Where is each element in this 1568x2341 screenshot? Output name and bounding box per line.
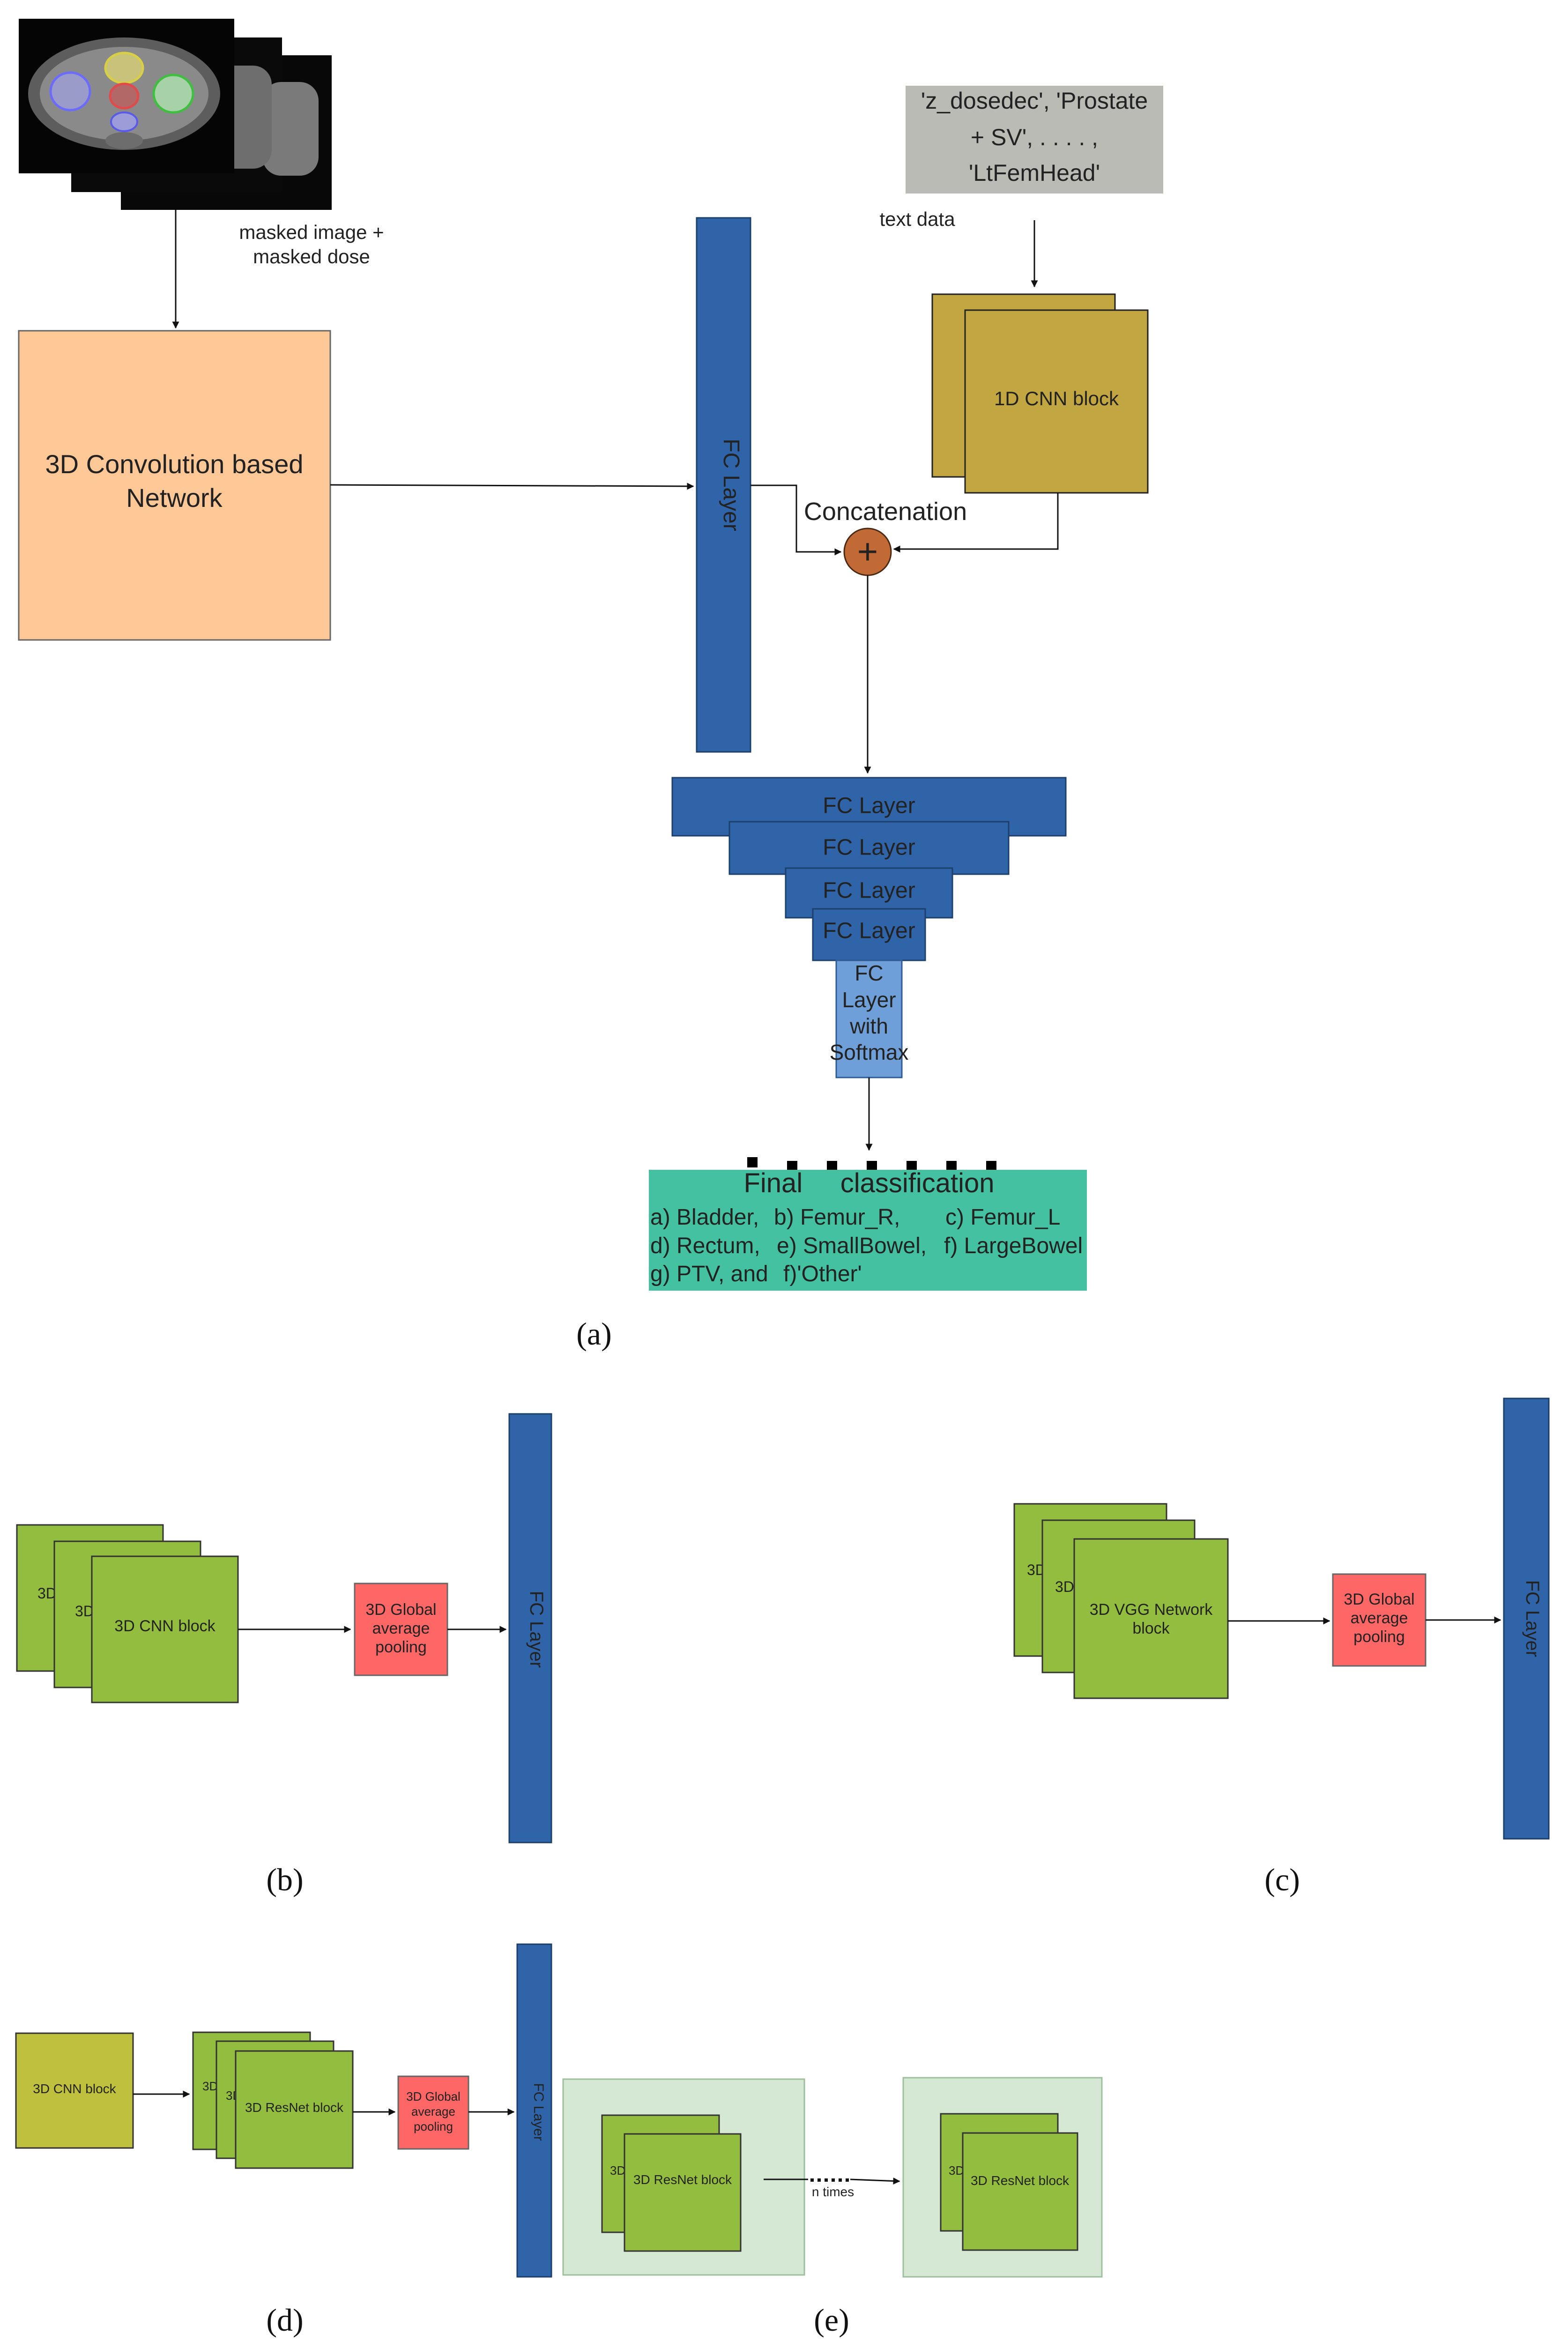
classification-marker-dots xyxy=(747,1157,996,1171)
softmax-line-2: Layer xyxy=(842,988,896,1012)
panel-a: masked image + masked dose 3D Convolutio… xyxy=(18,19,1163,1352)
d-fc-layer xyxy=(516,1943,552,2278)
b-peek-label-2: 3D xyxy=(75,1603,94,1620)
c-vgg-block-label-line1: 3D VGG Network xyxy=(1090,1601,1213,1619)
d-pooling-box xyxy=(397,2075,469,2150)
d-cnn-block xyxy=(15,2032,134,2149)
e-left-resnet-block-front xyxy=(624,2133,742,2252)
class-d: d) Rectum, xyxy=(650,1234,760,1258)
conv-network-label-line1: 3D Convolution based xyxy=(45,449,303,479)
class-a: a) Bladder, xyxy=(650,1205,759,1230)
cnn1d-block-front xyxy=(964,309,1149,494)
caption-e: (e) xyxy=(814,2302,849,2338)
b-cnn-block-front xyxy=(91,1555,239,1703)
d-pooling-line2: average xyxy=(411,2104,455,2118)
class-g: g) PTV, and xyxy=(650,1262,768,1286)
panel-b: 3D 3D 3D CNN block 3D Global average poo… xyxy=(16,1413,552,1897)
class-other: f)'Other' xyxy=(783,1262,862,1286)
e-right-resnet-block-label: 3D ResNet block xyxy=(971,2173,1070,2188)
c-fc-layer-label: FC Layer xyxy=(1522,1580,1543,1657)
b-fc-layer-label: FC Layer xyxy=(526,1591,547,1668)
e-right-peek-label: 3D xyxy=(949,2163,964,2178)
e-right-resnet-block-front xyxy=(962,2132,1078,2251)
b-pooling-line3: pooling xyxy=(375,1638,427,1656)
arrow-network-to-fc xyxy=(330,483,694,490)
fc-stack-layer-3-label: FC Layer xyxy=(823,878,915,903)
text-data-box xyxy=(906,86,1163,193)
c-pooling-box xyxy=(1332,1573,1427,1667)
fc-stack-layer-4-label: FC Layer xyxy=(823,919,915,944)
fc-layer-vertical-label: FC Layer xyxy=(719,438,743,531)
d-pooling-line1: 3D Global xyxy=(406,2089,461,2103)
softmax-line-4: Softmax xyxy=(830,1040,909,1064)
conv-network-label-line2: Network xyxy=(126,483,223,513)
c-pooling-line1: 3D Global xyxy=(1344,1590,1414,1608)
e-repeat-dots xyxy=(810,2178,849,2182)
class-f: f) LargeBowel xyxy=(944,1234,1083,1258)
e-left-resnet-block-label: 3D ResNet block xyxy=(633,2172,732,2187)
caption-a: (a) xyxy=(576,1316,611,1352)
text-data-box-line2: + SV', . . . . , xyxy=(971,124,1098,150)
d-cnn-block-label: 3D CNN block xyxy=(33,2081,116,2096)
d-fc-layer-label: FC Layer xyxy=(531,2083,546,2140)
ct-image-stack xyxy=(19,19,332,210)
fc-stack-layer-4 xyxy=(812,908,926,961)
class-c: c) Femur_L xyxy=(945,1205,1060,1230)
input-label-line1: masked image + xyxy=(239,221,384,243)
c-peek-label-2: 3D xyxy=(1055,1578,1074,1595)
cnn1d-block-label: 1D CNN block xyxy=(994,387,1119,409)
class-b: b) Femur_R, xyxy=(774,1205,900,1230)
class-e: e) SmallBowel, xyxy=(777,1234,927,1258)
softmax-line-3: with xyxy=(849,1014,888,1038)
c-vgg-block-label-line2: block xyxy=(1132,1620,1170,1637)
caption-c: (c) xyxy=(1264,1862,1300,1897)
c-fc-layer xyxy=(1503,1397,1550,1840)
arrow-fc-to-concat xyxy=(751,484,842,556)
b-fc-layer xyxy=(508,1413,552,1843)
d-peek-label-1: 3D xyxy=(202,2079,218,2093)
panel-d: 3D CNN block 3D 3D 3D ResNet block 3D Gl… xyxy=(15,1943,552,2338)
b-pooling-box xyxy=(354,1583,448,1676)
b-pooling-line1: 3D Global xyxy=(365,1601,436,1619)
final-classification-box xyxy=(649,1170,1087,1291)
fc-stack-layer-1-label: FC Layer xyxy=(823,794,915,818)
c-pooling-line2: average xyxy=(1351,1609,1408,1627)
input-label-line2: masked dose xyxy=(253,245,370,268)
conv-network-box xyxy=(18,330,331,641)
d-resnet-block-front xyxy=(235,2050,354,2169)
c-vgg-block-front xyxy=(1073,1538,1229,1699)
text-data-label: text data xyxy=(879,208,955,230)
fc-stack-layer-2 xyxy=(728,821,1010,875)
e-repeat-arrow xyxy=(850,2177,900,2185)
softmax-line-1: FC xyxy=(855,961,883,985)
e-repeat-label: n times xyxy=(812,2185,854,2199)
fc-softmax-layer xyxy=(835,959,903,1078)
b-peek-label-1: 3D xyxy=(37,1585,57,1602)
arrow-cnn-to-concat xyxy=(893,493,1059,553)
fc-stack-layer-2-label: FC Layer xyxy=(823,835,915,860)
concat-symbol: + xyxy=(857,532,878,572)
text-data-box-line3: 'LtFemHead' xyxy=(969,160,1100,186)
text-data-box-line1: 'z_dosedec', 'Prostate xyxy=(921,88,1148,114)
c-pooling-line3: pooling xyxy=(1353,1628,1405,1646)
panel-c: 3D 3D 3D VGG Network block 3D Global ave… xyxy=(1013,1397,1550,1897)
caption-d: (d) xyxy=(266,2302,303,2338)
final-classification-title: Final classification xyxy=(743,1168,994,1198)
d-resnet-block-label: 3D ResNet block xyxy=(245,2100,344,2115)
b-cnn-block-label: 3D CNN block xyxy=(114,1617,216,1635)
concatenation-label: Concatenation xyxy=(804,498,967,526)
panel-e: 3D 3D ResNet block n times 3D 3D ResNet … xyxy=(562,2077,1103,2338)
b-pooling-line2: average xyxy=(372,1620,430,1637)
caption-b: (b) xyxy=(266,1862,303,1897)
e-left-peek-label: 3D xyxy=(610,2163,625,2178)
d-pooling-line3: pooling xyxy=(414,2119,453,2133)
